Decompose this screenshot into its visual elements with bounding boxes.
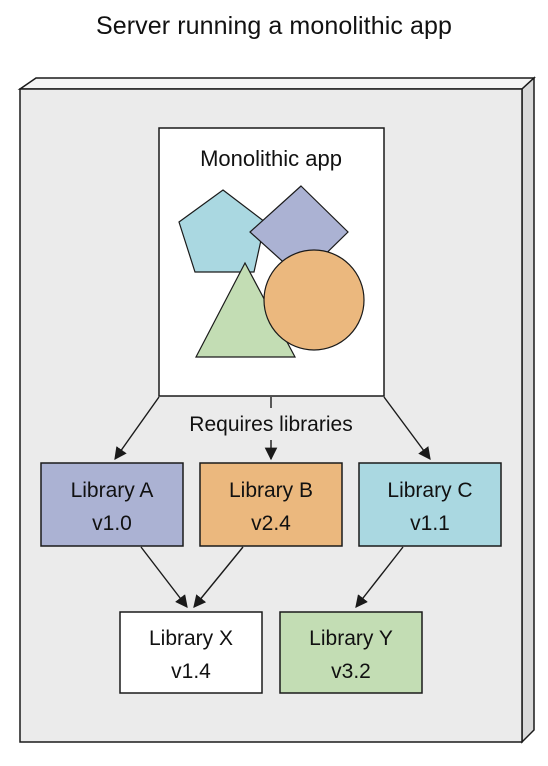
edge-label-background — [170, 408, 372, 438]
library-y-frame — [279, 611, 423, 694]
library-x-version: v1.4 — [171, 660, 211, 683]
library-b-box: Library B v2.4 — [199, 462, 343, 547]
server-side-face — [521, 76, 535, 744]
library-y-box: Library Y v3.2 — [279, 611, 423, 694]
arrow-library-b-to-library-x — [193, 546, 244, 608]
library-a-version: v1.0 — [92, 512, 132, 535]
library-a-frame — [40, 462, 184, 547]
circle-shape — [263, 249, 365, 351]
library-a-name: Library A — [71, 479, 154, 502]
library-y-name: Library Y — [309, 627, 393, 650]
monolithic-app-label: Monolithic app — [200, 146, 342, 171]
library-b-name: Library B — [229, 479, 313, 502]
library-x-frame — [119, 611, 263, 694]
library-c-frame — [358, 462, 502, 547]
arrow-app-to-library-c — [383, 396, 431, 461]
library-b-version: v2.4 — [251, 512, 291, 535]
server-top-face — [17, 77, 536, 90]
app-to-library-arrows — [114, 396, 431, 461]
library-y-version: v3.2 — [331, 660, 371, 683]
arrow-library-a-to-library-x — [140, 546, 188, 608]
diagram-title: Server running a monolithic app — [95, 12, 453, 40]
library-c-version: v1.1 — [410, 512, 450, 535]
monolithic-app-box: Monolithic app — [158, 127, 385, 397]
library-a-box: Library A v1.0 — [40, 462, 184, 547]
library-b-frame — [199, 462, 343, 547]
requires-libraries-label: Requires libraries — [189, 413, 352, 436]
library-x-box: Library X v1.4 — [119, 611, 263, 694]
library-dependency-arrows — [140, 546, 404, 608]
library-x-name: Library X — [149, 627, 233, 650]
arrow-app-to-library-a — [114, 396, 160, 461]
arrow-library-c-to-library-y — [355, 546, 404, 608]
library-c-name: Library C — [387, 479, 472, 502]
library-c-box: Library C v1.1 — [358, 462, 502, 547]
pentagon-shape — [178, 189, 266, 273]
